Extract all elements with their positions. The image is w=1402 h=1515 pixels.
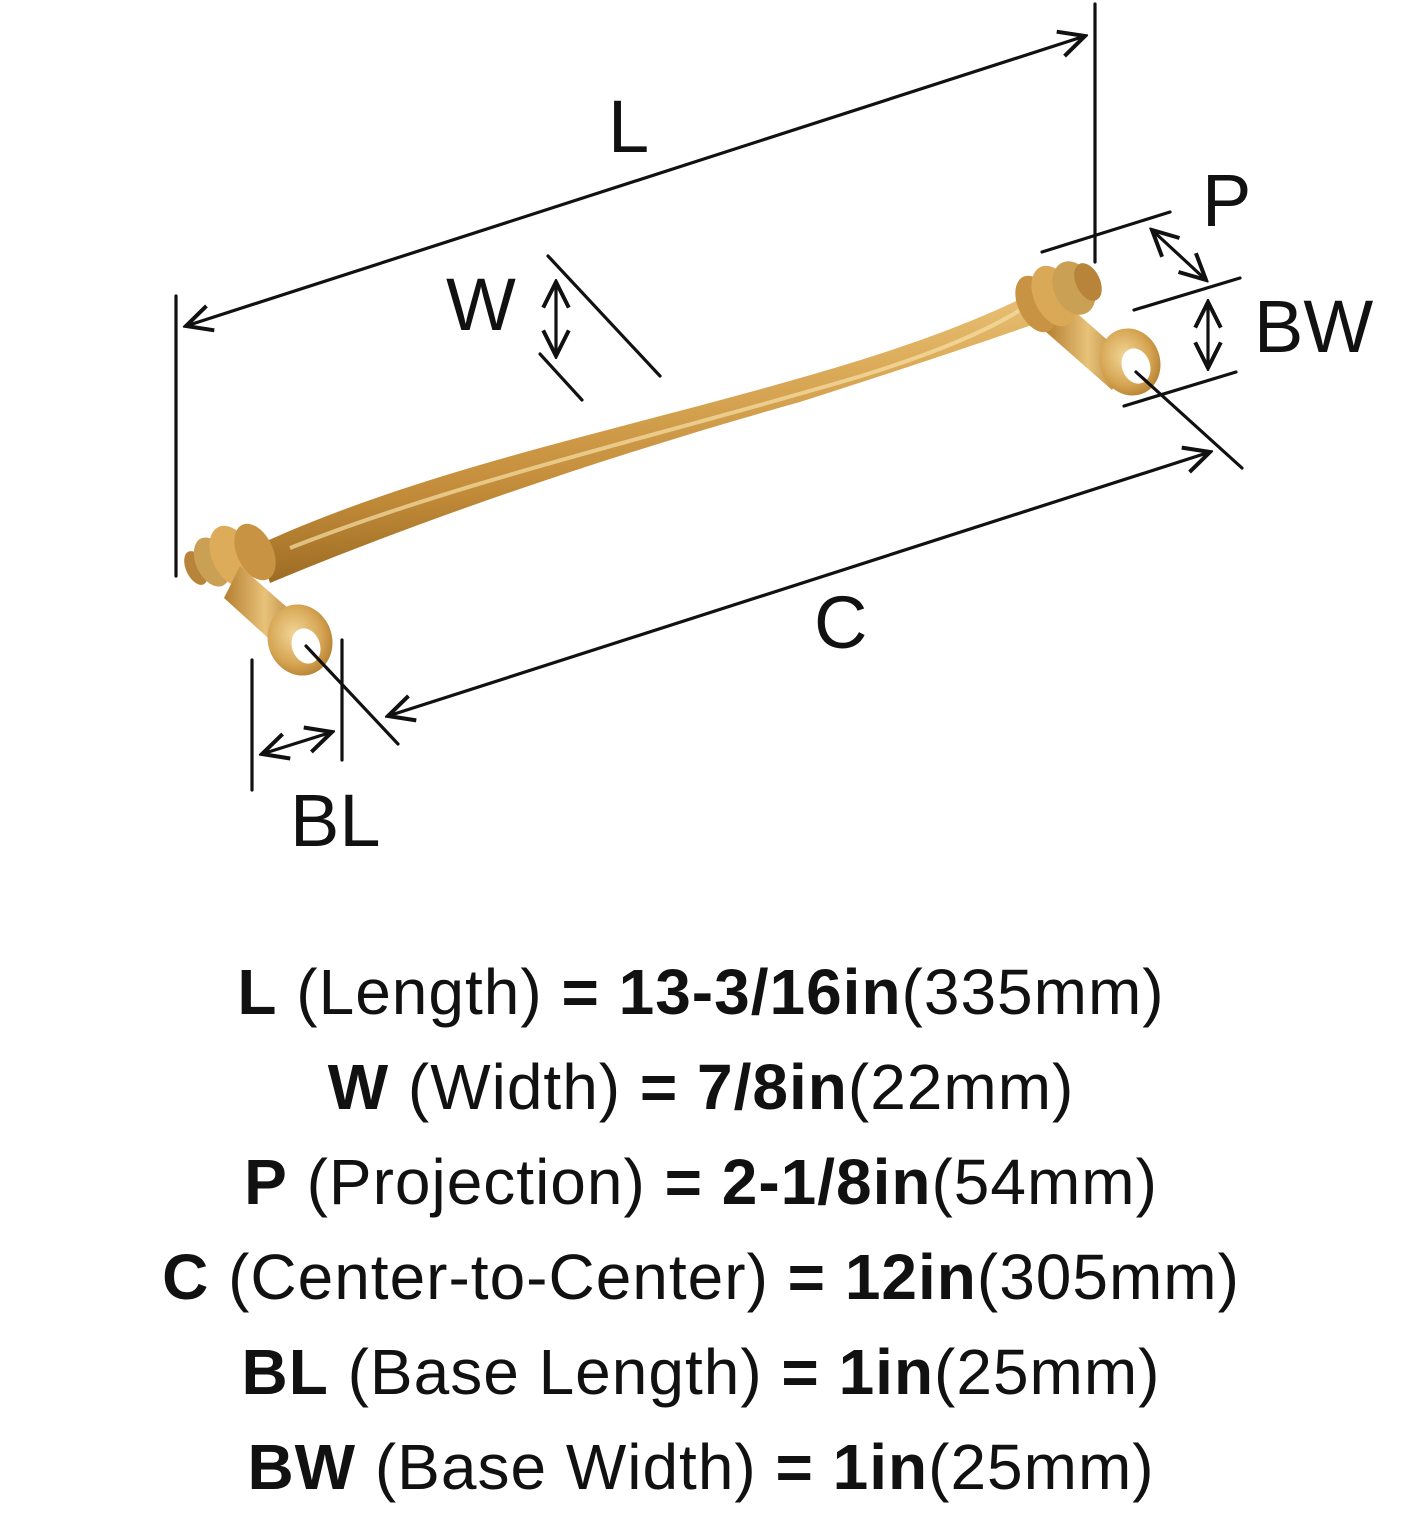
spec-imperial: 12in (844, 1241, 977, 1313)
spec-abbr: BL (241, 1336, 329, 1408)
spec-name: (Base Length) (347, 1336, 763, 1408)
spec-imperial: 1in (838, 1336, 935, 1408)
label-C: C (814, 581, 867, 664)
spec-equals: = (781, 1336, 820, 1408)
label-BL: BL (290, 779, 381, 862)
spec-metric: (25mm) (928, 1431, 1155, 1503)
spec-row-base-length: BL (Base Length) = 1in(25mm) (0, 1325, 1402, 1420)
label-BW: BW (1254, 285, 1373, 368)
dimension-L: L (174, 2, 1097, 578)
spec-name: (Center-to-Center) (228, 1241, 769, 1313)
spec-abbr: BW (247, 1431, 357, 1503)
spec-row-center-to-center: C (Center-to-Center) = 12in(305mm) (0, 1230, 1402, 1325)
spec-abbr: W (327, 1051, 390, 1123)
spec-imperial: 7/8in (697, 1051, 848, 1123)
spec-abbr: P (244, 1146, 288, 1218)
spec-name: (Base Width) (374, 1431, 757, 1503)
spec-metric: (54mm) (931, 1146, 1158, 1218)
spec-equals: = (561, 956, 600, 1028)
spec-imperial: 2-1/8in (721, 1146, 932, 1218)
label-W: W (446, 263, 516, 346)
handle-dimension-diagram: L W P BW C BL (174, 2, 1373, 862)
label-P: P (1202, 159, 1251, 242)
spec-metric: (305mm) (976, 1241, 1240, 1313)
dimension-C: C (304, 370, 1244, 746)
spec-imperial: 1in (832, 1431, 929, 1503)
spec-row-length: L (Length) = 13-3/16in(335mm) (0, 945, 1402, 1040)
spec-metric: (335mm) (901, 956, 1165, 1028)
spec-name: (Projection) (306, 1146, 646, 1218)
dimension-BL: BL (250, 638, 381, 862)
handle-bar (258, 294, 1040, 583)
spec-equals: = (787, 1241, 827, 1313)
spec-row-width: W (Width) = 7/8in(22mm) (0, 1040, 1402, 1135)
spec-abbr: C (162, 1241, 210, 1313)
spec-row-projection: P (Projection) = 2-1/8in(54mm) (0, 1135, 1402, 1230)
spec-metric: (22mm) (847, 1051, 1075, 1123)
spec-equals: = (775, 1431, 814, 1503)
dimension-spec-list: L (Length) = 13-3/16in(335mm) W (Width) … (0, 945, 1402, 1515)
spec-abbr: L (237, 956, 278, 1028)
spec-metric: (25mm) (934, 1336, 1161, 1408)
spec-name: (Width) (407, 1051, 622, 1123)
spec-name: (Length) (296, 956, 543, 1028)
spec-imperial: 13-3/16in (618, 956, 902, 1028)
spec-equals: = (639, 1051, 679, 1123)
spec-equals: = (664, 1146, 703, 1218)
dimension-W: W (446, 254, 662, 402)
dimension-BW: BW (1122, 285, 1373, 408)
spec-row-base-width: BW (Base Width) = 1in(25mm) (0, 1420, 1402, 1515)
dimension-P: P (1040, 159, 1251, 312)
label-L: L (608, 85, 649, 168)
left-end-collar (184, 523, 276, 587)
